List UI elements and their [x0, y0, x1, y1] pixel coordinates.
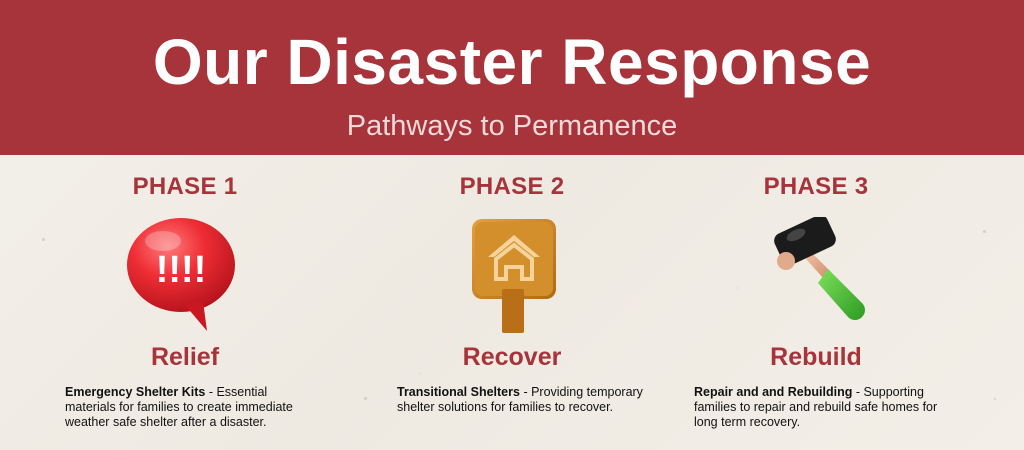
- phase-description: Emergency Shelter Kits - Essential mater…: [65, 385, 320, 430]
- alert-speech-bubble-icon: !!!!: [15, 215, 355, 335]
- phase-description-title: Repair and and Rebuilding: [694, 385, 853, 399]
- page-subtitle: Pathways to Permanence: [346, 110, 678, 142]
- phase-label: PHASE 2: [459, 173, 565, 200]
- header-banner: Our Disaster Response Pathways to Perman…: [0, 0, 1024, 155]
- paper-fleck: [994, 398, 996, 400]
- phase-label: PHASE 3: [763, 173, 869, 200]
- phase-description-title: Transitional Shelters: [397, 385, 520, 399]
- hammer-icon: [646, 215, 986, 335]
- phase-description: Repair and and Rebuilding - Supporting f…: [694, 385, 949, 430]
- page-title: Our Disaster Response: [152, 26, 872, 98]
- phase-name: Rebuild: [770, 343, 862, 371]
- phase-description: Transitional Shelters - Providing tempor…: [397, 385, 652, 415]
- paper-fleck: [42, 238, 45, 241]
- phase-label: PHASE 1: [132, 173, 238, 200]
- alert-bubble-text: !!!!: [156, 249, 207, 291]
- phase-description-text: - Providing temporary shelter solutions …: [397, 385, 643, 414]
- phase-name: Relief: [150, 343, 220, 371]
- phase-name: Recover: [462, 343, 562, 371]
- phase-description-text: - Essential materials for families to cr…: [65, 385, 293, 429]
- house-signpost-icon: [342, 215, 682, 335]
- paper-fleck: [983, 230, 986, 233]
- phase-description-title: Emergency Shelter Kits: [65, 385, 206, 399]
- phase-description-text: - Supporting families to repair and rebu…: [694, 385, 938, 429]
- paper-fleck: [364, 397, 367, 400]
